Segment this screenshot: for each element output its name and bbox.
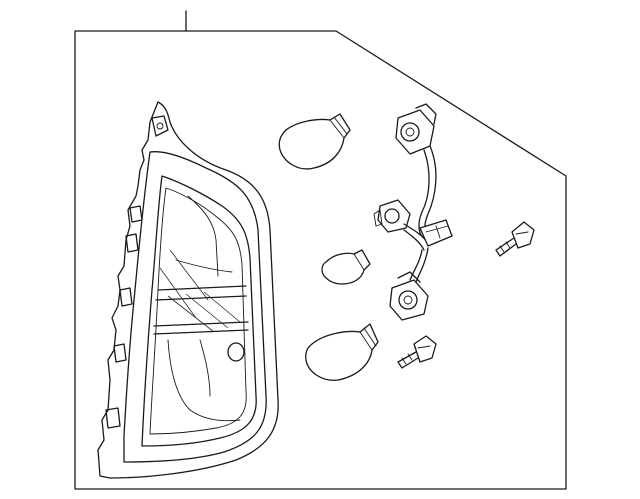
large-bulb-upper-icon <box>278 113 351 170</box>
mounting-screw-lower-icon <box>397 335 437 369</box>
mounting-screw-right-icon <box>495 221 535 257</box>
assembly-frame <box>74 30 567 490</box>
socket-wire-harness-icon <box>373 103 453 321</box>
large-bulb-lower-icon <box>305 323 379 381</box>
small-bulb-icon <box>321 249 371 285</box>
tail-lamp-assembly-icon <box>97 101 279 479</box>
